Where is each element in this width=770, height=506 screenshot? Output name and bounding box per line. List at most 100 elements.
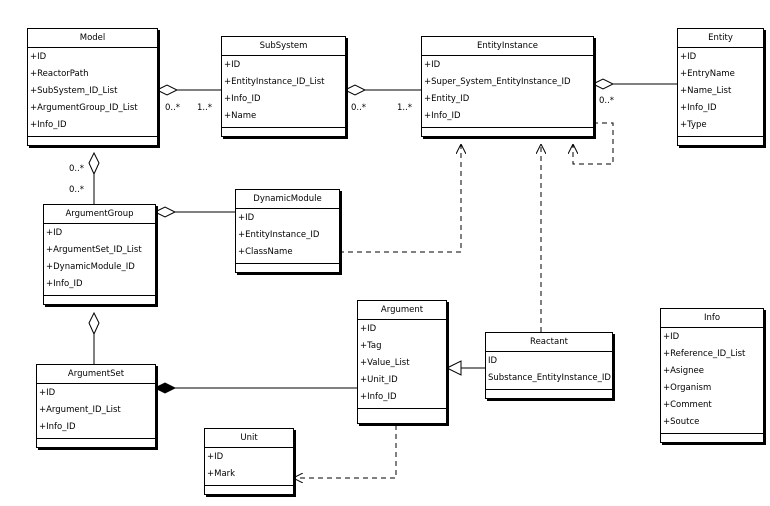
attribute: +EntityInstance_ID [238,230,320,240]
operation-list [37,439,155,447]
class-name: Entity [678,29,763,48]
attribute-list: +ID +Super_System_EntityInstance_ID +Ent… [422,56,593,128]
argument-unit-dependency [294,425,397,478]
class-name: EntityInstance [422,37,593,56]
attribute: +Name [224,111,257,121]
operation-list [44,296,155,304]
attribute: ID [488,356,498,366]
class-dynamic-module[interactable]: DynamicModule +ID +EntityInstance_ID +Cl… [235,189,340,273]
aggregation-diamond [88,151,100,176]
attribute-list: +ID +EntryName +Name_List +Info_ID +Type [678,48,763,137]
attribute: +Mark [207,469,236,479]
attribute: +Info_ID [46,279,83,289]
attribute: Substance_EntityInstance_ID [488,373,611,383]
attribute-list: +ID +Tag +Value_List +Unit_ID +Info_ID [358,320,446,409]
attribute: +Organism [663,383,712,393]
class-name: Info [661,309,763,328]
class-name: SubSystem [222,37,345,56]
class-reactant[interactable]: Reactant ID Substance_EntityInstance_ID [485,332,613,399]
attribute: +Type [680,120,707,130]
attribute: +Info_ID [30,120,67,130]
multiplicity-label: 0..* [599,96,615,106]
multiplicity-label: 0..* [69,185,85,195]
attribute: +DynamicModule_ID [46,262,135,272]
multiplicity-label: 0..* [351,103,367,113]
class-name: ArgumentGroup [44,205,155,224]
class-subsystem[interactable]: SubSystem +ID +EntityInstance_ID_List +I… [221,36,346,137]
class-entity[interactable]: Entity +ID +EntryName +Name_List +Info_I… [677,28,764,146]
aggregation-diamond [155,84,179,96]
operation-list [205,486,293,494]
attribute-list: +ID +Argument_ID_List +Info_ID [37,384,155,439]
class-model[interactable]: Model +ID +ReactorPath +SubSystem_ID_Lis… [27,28,158,146]
attribute: +EntryName [680,69,735,79]
attribute: +ReactorPath [30,69,89,79]
class-info[interactable]: Info +ID +Reference_ID_List +Asignee +Or… [660,308,764,443]
attribute-list: +ID +EntityInstance_ID_List +Info_ID +Na… [222,56,345,128]
aggregation-diamond [591,78,615,90]
attribute-list: +ID +ArgumentSet_ID_List +DynamicModule_… [44,224,155,296]
attribute: +ClassName [238,247,293,257]
aggregation-diamond [153,206,177,218]
attribute: +Tag [360,341,382,351]
class-name: ArgumentSet [37,365,155,384]
class-argument[interactable]: Argument +ID +Tag +Value_List +Unit_ID +… [357,300,447,424]
attribute: +ID [360,324,377,334]
module-instance-dependency [339,145,461,253]
operation-list [678,137,763,145]
class-unit[interactable]: Unit +ID +Mark [204,428,294,495]
attribute: +EntityInstance_ID_List [224,77,325,87]
class-entity-instance[interactable]: EntityInstance +ID +Super_System_EntityI… [421,36,594,137]
attribute: +ID [207,452,224,462]
operation-list [222,128,345,136]
attribute-list: ID Substance_EntityInstance_ID [486,352,612,390]
operation-list [486,390,612,398]
attribute: +ID [30,52,47,62]
attribute: +Info_ID [224,94,261,104]
class-name: Model [28,29,157,48]
composition-diamond [153,382,177,394]
attribute-list: +ID +Reference_ID_List +Asignee +Organis… [661,328,763,434]
attribute: +ID [680,52,697,62]
attribute: +Argument_ID_List [39,405,121,415]
attribute-list: +ID +ReactorPath +SubSystem_ID_List +Arg… [28,48,157,137]
attribute: +ArgumentGroup_ID_List [30,103,138,113]
attribute: +Reference_ID_List [663,349,746,359]
attribute: +Info_ID [360,392,397,402]
multiplicity-label: 1..* [197,103,213,113]
attribute: +ID [46,228,63,238]
attribute: +ID [663,332,680,342]
attribute: +Unit_ID [360,375,398,385]
attribute: +ID [238,213,255,223]
operation-list [422,128,593,136]
attribute: +Soutce [663,417,700,427]
attribute: +ID [39,388,56,398]
attribute: +SubSystem_ID_List [30,86,118,96]
class-argument-group[interactable]: ArgumentGroup +ID +ArgumentSet_ID_List +… [43,204,156,305]
attribute: +Name_List [680,86,732,96]
attribute: +Comment [663,400,712,410]
instance-self-dependency [573,122,614,165]
attribute: +Super_System_EntityInstance_ID [424,77,571,87]
attribute-list: +ID +Mark [205,448,293,486]
attribute-list: +ID +EntityInstance_ID +ClassName [236,209,339,264]
attribute: +Value_List [360,358,410,368]
attribute: +Info_ID [39,422,76,432]
operation-list [358,409,446,423]
aggregation-diamond [88,311,100,336]
class-name: Unit [205,429,293,448]
class-argument-set[interactable]: ArgumentSet +ID +Argument_ID_List +Info_… [36,364,156,448]
attribute: +Info_ID [424,111,461,121]
aggregation-diamond [343,84,367,96]
attribute: +ID [224,60,241,70]
generalization-triangle [445,360,462,376]
operation-list [661,434,763,442]
class-name: Argument [358,301,446,320]
attribute: +Info_ID [680,103,717,113]
multiplicity-label: 1..* [397,103,413,113]
attribute: +Asignee [663,366,704,376]
class-name: DynamicModule [236,190,339,209]
multiplicity-label: 0..* [165,103,181,113]
